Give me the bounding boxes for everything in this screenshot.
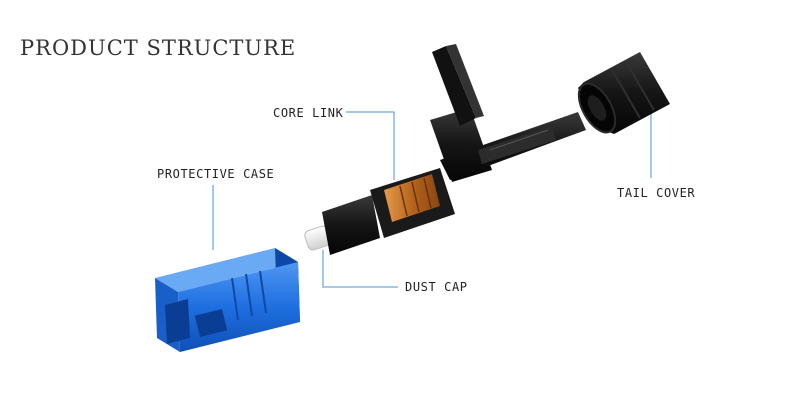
label-core-link: CORE LINK bbox=[273, 106, 344, 120]
leader-dust-cap bbox=[322, 250, 398, 288]
label-dust-cap: DUST CAP bbox=[405, 280, 468, 294]
label-tail-cover: TAIL COVER bbox=[617, 186, 696, 200]
core-link-element bbox=[384, 174, 440, 222]
tail-cover bbox=[577, 52, 670, 134]
label-protective-case: PROTECTIVE CASE bbox=[157, 167, 275, 181]
leader-lines bbox=[212, 110, 652, 288]
leader-core-link bbox=[346, 111, 395, 180]
connector-body bbox=[322, 44, 586, 255]
protective-case bbox=[155, 248, 300, 352]
page-title: PRODUCT STRUCTURE bbox=[20, 36, 297, 60]
